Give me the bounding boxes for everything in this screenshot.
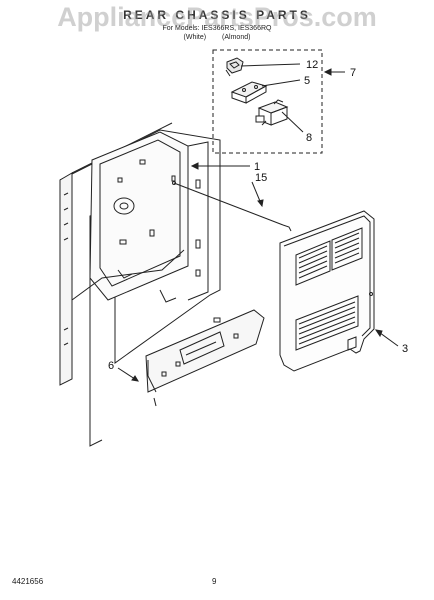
callout-15: 15 xyxy=(255,172,267,184)
part-15-rod xyxy=(172,181,292,232)
callout-5: 5 xyxy=(304,75,310,87)
part-1-rear-chassis-panel xyxy=(59,122,221,447)
part-8-switch xyxy=(255,99,289,126)
color-white-label: (White) xyxy=(183,34,207,41)
callout-1: 1 xyxy=(254,161,260,173)
page-number: 9 xyxy=(212,577,217,586)
document-number: 4421656 xyxy=(12,577,44,586)
part-3-rear-access-panel xyxy=(279,210,375,372)
color-variants: (White) (Almond) xyxy=(0,34,434,41)
part-12-clip xyxy=(225,57,244,77)
callout-3: 3 xyxy=(402,343,408,355)
color-almond-label: (Almond) xyxy=(222,34,251,41)
part-6-lower-bracket xyxy=(145,309,265,407)
callout-12: 12 xyxy=(306,59,318,71)
callout-7: 7 xyxy=(350,67,356,79)
callout-6: 6 xyxy=(108,360,114,372)
model-numbers: For Models: IES366RS, IES366RQ xyxy=(162,25,272,32)
diagram-title: REAR CHASSIS PARTS xyxy=(123,8,311,22)
callout-8: 8 xyxy=(306,132,312,144)
part-5-bracket xyxy=(230,81,268,104)
part-7-group-box xyxy=(212,49,323,154)
